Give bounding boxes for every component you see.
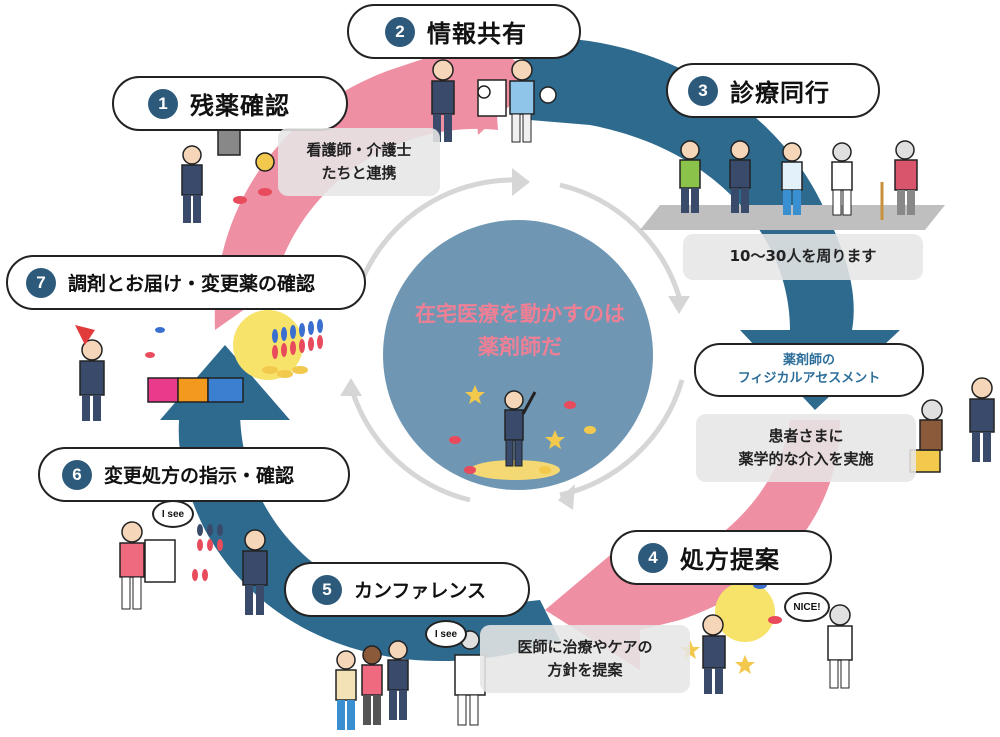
note-nurse-line1: 看護師・介護士	[306, 140, 412, 159]
step-3-label: 診療同行	[730, 79, 830, 107]
step-1-number: 1	[148, 88, 178, 119]
physical-assessment-line2: フィジカルアセスメント	[737, 371, 881, 386]
step6-illustration	[119, 521, 268, 615]
note-proposal-line1: 医師に治療やケアの	[517, 637, 653, 656]
center-spotlight	[470, 460, 560, 480]
step2-illustration	[431, 59, 557, 143]
inner-arc-bottom-right	[559, 379, 685, 498]
inner-arrowheads	[340, 168, 690, 510]
center-circle	[383, 220, 653, 490]
note-nurse-collaboration: 看護師・介護士 たちと連携	[278, 128, 440, 196]
step-5-label: カンファレンス	[354, 580, 487, 602]
step-7-number: 7	[26, 267, 56, 298]
note-rounds-text: 10〜30人を周ります	[729, 247, 877, 266]
step-6-pill: 6 変更処方の指示・確認	[38, 447, 350, 502]
center-message-line2: 薬剤師だ	[478, 334, 562, 359]
speech-bubble-i-see-left: I see	[152, 500, 194, 528]
note-nurse-line2: たちと連携	[321, 164, 397, 182]
step-3-number: 3	[688, 75, 718, 106]
ring-segment-pink-top	[214, 40, 498, 330]
physical-assessment-illustration	[909, 377, 995, 473]
note-proposal-line2: 方針を提案	[547, 661, 623, 679]
step-4-number: 4	[638, 542, 668, 573]
center-pharmacist-figure	[504, 390, 537, 467]
inner-arc-bottom-left	[349, 389, 471, 503]
step-1-label: 残薬確認	[190, 92, 290, 120]
note-proposal: 医師に治療やケアの 方針を提案	[480, 625, 690, 693]
step-3-pill: 3 診療同行	[666, 63, 880, 118]
step-6-label: 変更処方の指示・確認	[104, 465, 295, 487]
step5-illustration	[335, 630, 486, 730]
ring-segment-blue-left	[178, 410, 560, 662]
physical-assessment-pill: 薬剤師の フィジカルアセスメント	[694, 343, 924, 397]
step-2-pill: 2 情報共有	[347, 4, 581, 59]
step-4-pill: 4 処方提案	[610, 530, 832, 585]
note-rounds: 10〜30人を周ります	[683, 234, 923, 280]
note-intervention-line1: 患者さまに	[768, 426, 844, 445]
center-message-line1: 在宅医療を動かすのは	[415, 302, 625, 326]
step-7-pill: 7 調剤とお届け・変更薬の確認	[6, 255, 366, 310]
inner-arc-top-left	[352, 177, 521, 301]
step-6-number: 6	[62, 459, 92, 490]
speech-bubble-nice: NICE!	[784, 592, 830, 622]
step-2-label: 情報共有	[427, 20, 527, 48]
ring-segment-blue-right	[520, 37, 854, 340]
step-5-number: 5	[312, 574, 342, 605]
step7-illustration	[75, 310, 323, 421]
step3-illustration	[640, 140, 945, 230]
step-1-pill: 1 残薬確認	[112, 76, 348, 131]
step-7-label: 調剤とお届け・変更薬の確認	[68, 273, 316, 295]
note-intervention-line2: 薬学的な介入を実施	[738, 450, 874, 468]
step-4-label: 処方提案	[680, 546, 780, 574]
inner-arc-top-right	[559, 182, 683, 301]
step1-illustration	[181, 124, 275, 223]
note-intervention: 患者さまに 薬学的な介入を実施	[696, 414, 916, 482]
physical-assessment-line1: 薬剤師の	[782, 352, 835, 368]
speech-bubble-i-see-bottom: I see	[425, 620, 467, 648]
center-message: 在宅医療を動かすのは 薬剤師だ	[400, 298, 640, 363]
step4-illustration	[680, 581, 853, 694]
step-2-number: 2	[385, 16, 415, 47]
center-pills	[449, 385, 596, 474]
step-5-pill: 5 カンファレンス	[284, 562, 530, 617]
inner-cycle-arrows	[349, 177, 685, 503]
